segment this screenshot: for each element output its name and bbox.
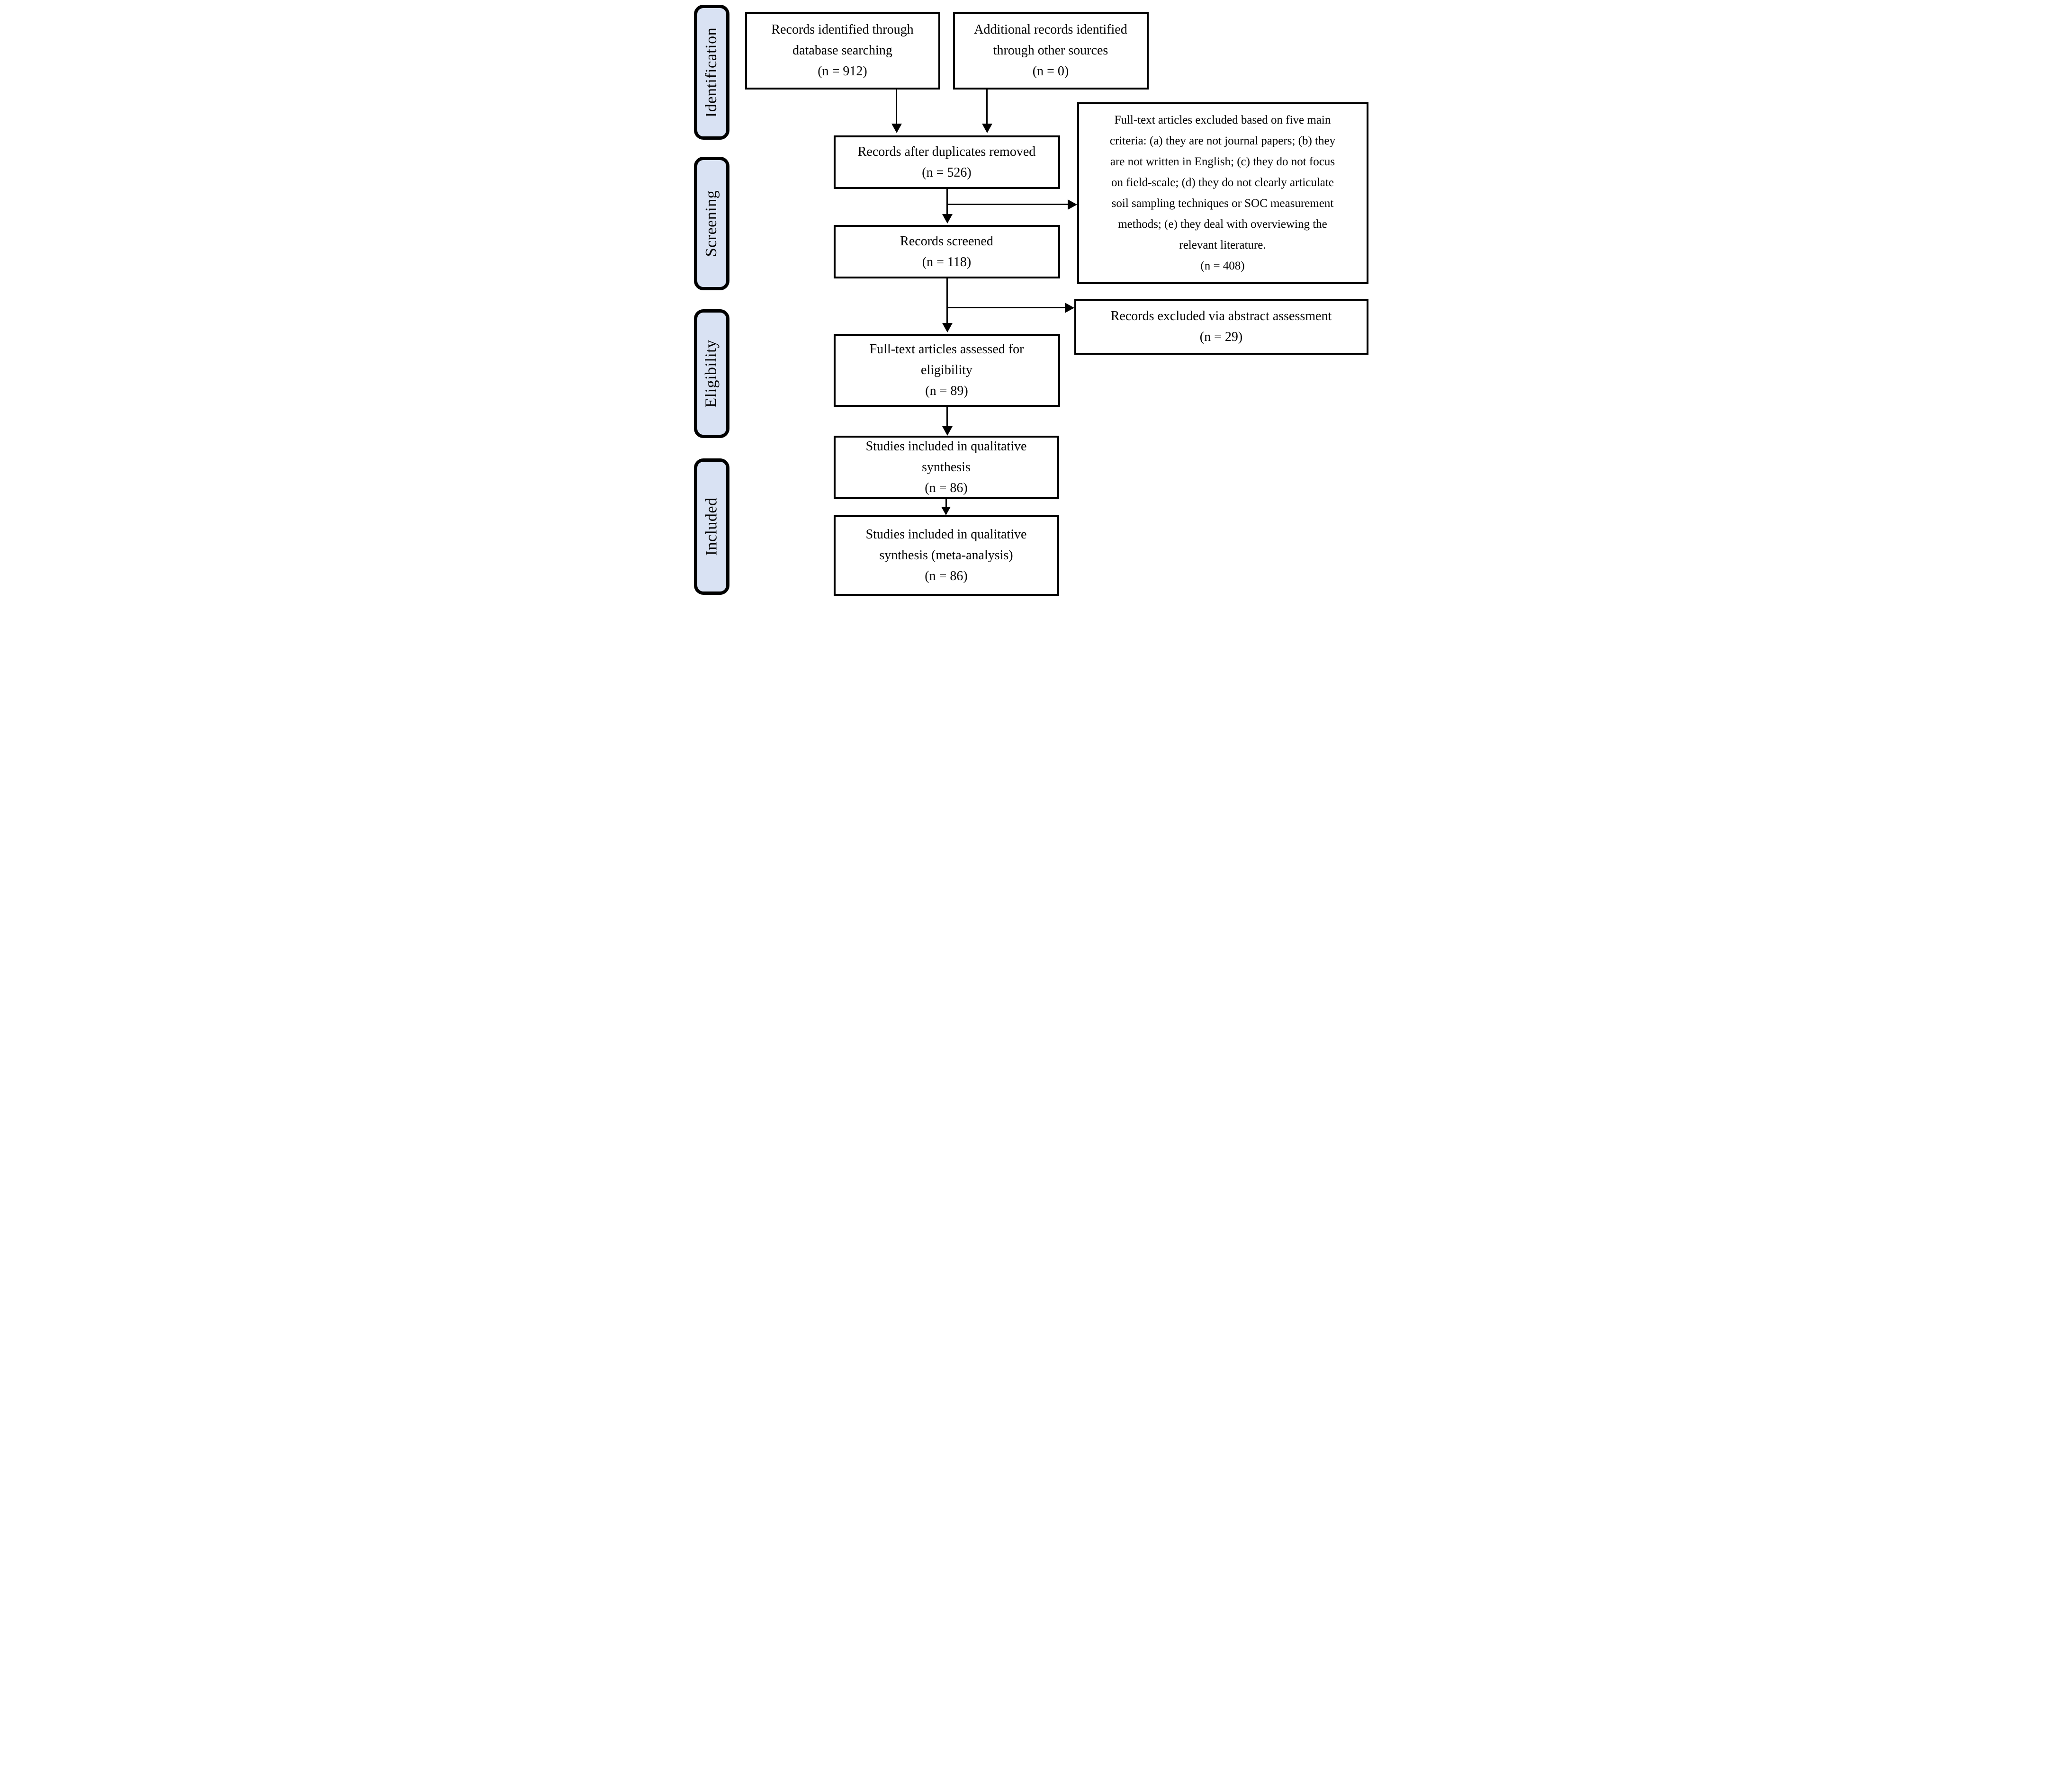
stage-screening-label: Screening [702,190,720,257]
stage-included-label: Included [702,497,720,556]
box-records-screened-text: Records screened [900,233,993,249]
arrow-branch-to-fulltext-excluded-head-icon [1067,199,1077,210]
arrow-screened-to-fulltext-head-icon [942,323,953,332]
arrow-identified-to-dedup-stem [895,90,897,125]
box-records-screened: Records screened (n = 118) [833,225,1060,278]
box-fulltext-excluded: Full-text articles excluded based on fiv… [1077,102,1368,284]
box-records-after-duplicates-text: Records after duplicates removed [857,144,1036,159]
stage-identification-label: Identification [702,27,720,117]
arrow-branch-to-abstract-excluded-head-icon [1064,303,1074,313]
box-meta-analysis-text: Studies included in qualitative synthesi… [865,527,1027,563]
arrow-dedup-to-screened-stem [946,189,948,215]
box-records-after-duplicates-count: (n = 526) [922,165,972,180]
box-abstract-excluded-count: (n = 29) [1199,330,1243,344]
box-records-after-duplicates: Records after duplicates removed (n = 52… [833,135,1060,189]
box-qualitative-synthesis-text: Studies included in qualitative synthesi… [865,439,1027,475]
arrow-qualitative-to-meta-head-icon [941,507,951,515]
arrow-fulltext-to-qualitative-head-icon [942,426,953,436]
box-fulltext-assessed: Full-text articles assessed for eligibil… [833,334,1060,407]
flow-diagram-canvas: Identification Screening Eligibility Inc… [687,0,1374,598]
box-records-identified-count: (n = 912) [818,64,867,79]
arrow-qualitative-to-meta-stem [945,499,947,507]
arrow-identified-to-dedup-head-icon [891,124,902,133]
arrow-additional-to-dedup-head-icon [981,124,992,133]
box-abstract-excluded: Records excluded via abstract assessment… [1074,299,1368,355]
stage-included: Included [693,458,729,595]
arrow-branch-to-fulltext-excluded-stem [947,204,1068,205]
box-fulltext-assessed-count: (n = 89) [925,384,968,398]
stage-eligibility-label: Eligibility [702,340,720,408]
box-fulltext-assessed-text: Full-text articles assessed for eligibil… [869,342,1024,377]
arrow-branch-to-abstract-excluded-stem [947,307,1065,308]
box-qualitative-synthesis: Studies included in qualitative synthesi… [833,436,1059,499]
box-records-identified: Records identified through database sear… [745,12,940,90]
stage-screening: Screening [693,157,729,290]
box-meta-analysis-count: (n = 86) [925,569,968,583]
stage-identification: Identification [693,5,729,140]
box-additional-records-text: Additional records identified through ot… [974,22,1127,58]
box-abstract-excluded-text: Records excluded via abstract assessment [1110,309,1332,323]
box-records-screened-count: (n = 118) [922,254,972,269]
arrow-fulltext-to-qualitative-stem [946,407,948,427]
box-records-identified-text: Records identified through database sear… [771,22,914,58]
box-qualitative-synthesis-count: (n = 86) [925,481,968,495]
box-fulltext-excluded-text: Full-text articles excluded based on fiv… [1109,114,1336,251]
arrow-dedup-to-screened-head-icon [942,214,953,224]
box-meta-analysis: Studies included in qualitative synthesi… [833,515,1059,596]
arrow-screened-to-fulltext-stem [946,278,948,324]
arrow-additional-to-dedup-stem [986,90,988,125]
box-fulltext-excluded-count: (n = 408) [1200,260,1245,272]
stage-eligibility: Eligibility [693,309,729,438]
box-additional-records-count: (n = 0) [1032,64,1069,79]
box-additional-records: Additional records identified through ot… [953,12,1149,90]
